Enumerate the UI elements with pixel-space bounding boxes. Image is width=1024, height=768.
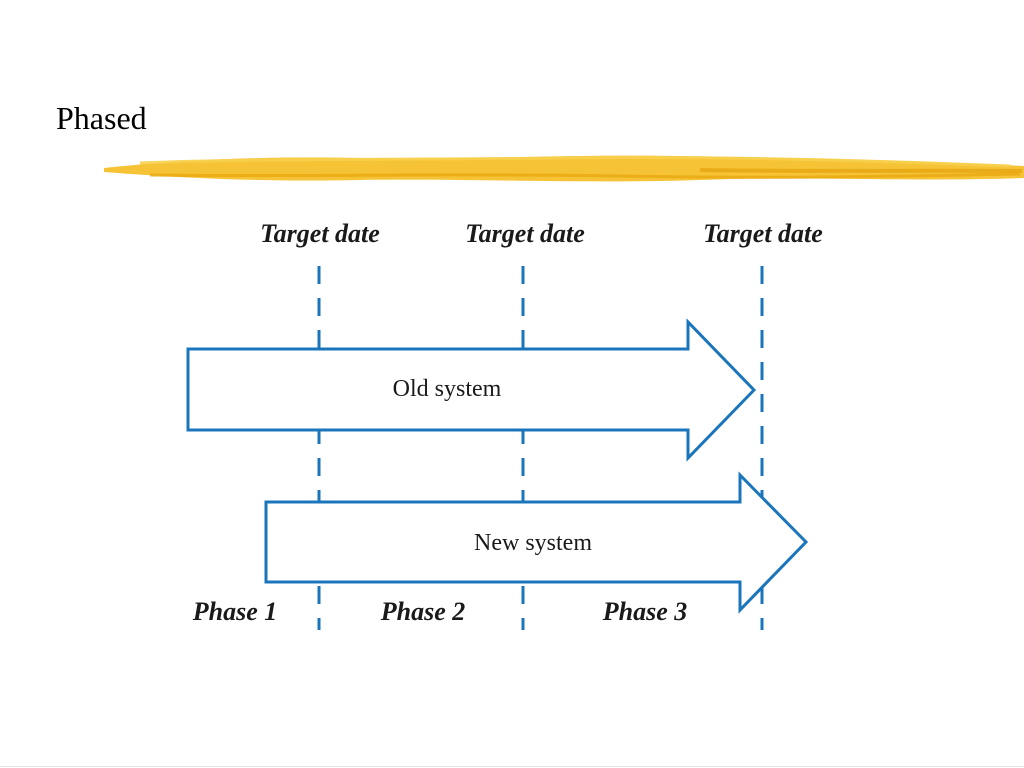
- phase-label-2: Phase 2: [380, 597, 466, 626]
- slide-title: Phased: [56, 100, 147, 136]
- phase-label-3: Phase 3: [602, 597, 688, 626]
- target-date-label-2: Target date: [465, 219, 585, 248]
- slide-bottom-border: [0, 766, 1024, 767]
- target-date-label-3: Target date: [703, 219, 823, 248]
- old-system-label: Old system: [393, 376, 502, 402]
- new-system-label: New system: [474, 530, 592, 556]
- old-system-arrow: [186, 318, 757, 462]
- brush-stroke-streak-2: [149, 172, 1021, 179]
- new-system-arrow: [264, 471, 809, 614]
- target-date-label-1: Target date: [260, 219, 380, 248]
- brush-stroke-streak-1: [139, 155, 1011, 168]
- phase-label-1: Phase 1: [192, 597, 278, 626]
- brush-stroke-streak-3: [699, 168, 1023, 173]
